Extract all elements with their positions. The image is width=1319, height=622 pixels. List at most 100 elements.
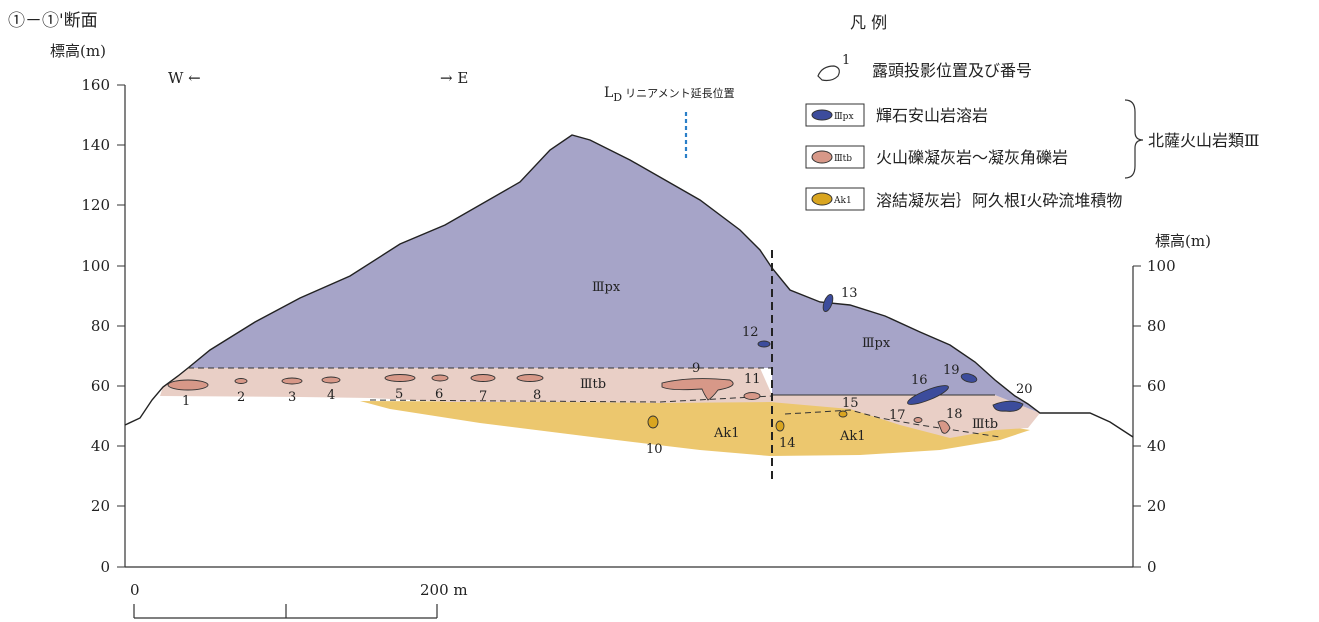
lineament-label-prefix: L xyxy=(604,85,613,101)
legend-tb-box-label: Ⅲtb xyxy=(834,154,852,164)
legend-px-text: 輝石安山岩溶岩 xyxy=(876,106,988,125)
outcrop-number: 12 xyxy=(742,325,759,340)
outcrop-2 xyxy=(234,378,248,384)
left-tick-label: 60 xyxy=(91,377,110,395)
legend-tb-text: 火山礫凝灰岩～凝灰角礫岩 xyxy=(876,148,1068,167)
legend-px-box-label: Ⅲpx xyxy=(834,112,854,122)
lineament-label-text: リニアメント延長位置 xyxy=(625,86,734,100)
legend-group-text: 北薩火山岩類Ⅲ xyxy=(1148,131,1259,150)
outcrop-20 xyxy=(992,400,1024,412)
right-tick-label: 20 xyxy=(1147,497,1166,515)
outcrop-1 xyxy=(167,379,209,391)
scale-start-label: 0 xyxy=(130,581,140,599)
legend-px-swatch xyxy=(811,109,833,121)
unit-label-px: Ⅲpx xyxy=(592,280,621,295)
outcrop-number: 4 xyxy=(327,388,335,403)
outcrop-number: 20 xyxy=(1016,382,1033,397)
legend-title: 凡 例 xyxy=(850,13,887,32)
outcrop-number: 8 xyxy=(533,388,541,403)
outcrop-8 xyxy=(516,374,544,382)
outcrop-number: 11 xyxy=(744,372,761,387)
outcrop-number: 7 xyxy=(479,389,487,404)
tb-ak-boundary xyxy=(369,395,773,403)
left-tick-label: 100 xyxy=(81,257,110,275)
left-tick-label: 80 xyxy=(91,317,110,335)
outcrop-number: 1 xyxy=(182,394,190,409)
legend-ak-text: 溶結凝灰岩｝阿久根Ⅰ火砕流堆積物 xyxy=(876,191,1122,210)
outcrop-5 xyxy=(384,374,416,382)
outcrop-number: 6 xyxy=(435,387,443,402)
outcrop-number: 3 xyxy=(288,390,296,405)
outcrop-number: 19 xyxy=(943,363,960,378)
direction-east: → E xyxy=(440,69,468,87)
outcrop-3 xyxy=(281,377,303,385)
outcrop-16 xyxy=(907,385,949,405)
legend-group-brace xyxy=(1124,99,1144,179)
section-title: ①－①'断面 xyxy=(8,11,98,31)
left-axis-label: 標高(m) xyxy=(50,42,106,60)
left-axis-ticks xyxy=(117,84,125,568)
left-tick-label: 0 xyxy=(100,558,110,576)
outcrop-17 xyxy=(913,417,923,423)
outcrop-number: 9 xyxy=(692,361,700,376)
outcrop-number: 18 xyxy=(946,407,963,422)
right-tick-label: 0 xyxy=(1147,558,1157,576)
outcrop-number: 17 xyxy=(889,408,906,423)
outcrop-7 xyxy=(470,374,496,382)
outcrop-11 xyxy=(743,392,761,400)
unit-label-px: Ⅲpx xyxy=(862,336,891,351)
scale-bar xyxy=(133,604,438,619)
right-tick-label: 40 xyxy=(1147,437,1166,455)
outcrop-10 xyxy=(647,415,659,429)
outcrop-key-icon xyxy=(817,65,840,82)
legend-tb-swatch xyxy=(811,150,833,164)
outcrop-number: 10 xyxy=(646,442,663,457)
scale-end-label: 200 m xyxy=(420,581,468,599)
outcrop-9 xyxy=(661,378,734,401)
right-tick-label: 60 xyxy=(1147,377,1166,395)
outcrops xyxy=(167,293,1024,434)
outcrop-18 xyxy=(937,420,951,434)
unit-label-ak: Ak1 xyxy=(713,426,740,441)
outcrop-number: 15 xyxy=(842,396,859,411)
right-tick-label: 100 xyxy=(1147,257,1176,275)
left-tick-label: 140 xyxy=(81,136,110,154)
outcrop-number: 14 xyxy=(779,436,796,451)
tb-layer xyxy=(160,368,1040,438)
right-tick-label: 80 xyxy=(1147,317,1166,335)
left-tick-label: 20 xyxy=(91,497,110,515)
left-tick-label: 160 xyxy=(81,76,110,94)
outcrop-4 xyxy=(321,376,341,384)
outcrop-number: 5 xyxy=(395,387,403,402)
unit-label-tb: Ⅲtb xyxy=(580,377,606,392)
legend: 凡 例 1 露頭投影位置及び番号 Ⅲpx 輝石安山岩溶岩 Ⅲtb 火山礫凝灰岩～… xyxy=(805,13,1259,211)
right-axis-label: 標高(m) xyxy=(1155,232,1211,250)
legend-px-box xyxy=(805,103,865,127)
outcrop-6 xyxy=(431,374,449,382)
outcrop-19 xyxy=(960,373,978,383)
outcrop-number: 16 xyxy=(911,373,928,388)
east-ak-boundary xyxy=(784,409,1001,438)
outcrop-number: 2 xyxy=(237,390,245,405)
left-tick-label: 40 xyxy=(91,437,110,455)
terrain-profile xyxy=(124,134,1134,438)
left-tick-label: 120 xyxy=(81,196,110,214)
outcrop-14 xyxy=(775,420,785,432)
px-layer-east xyxy=(772,268,1040,413)
px-layer xyxy=(188,135,772,368)
legend-ak-swatch xyxy=(811,192,833,206)
legend-outcrop-text: 露頭投影位置及び番号 xyxy=(872,61,1032,80)
legend-ak-box-label: Ak1 xyxy=(833,196,852,206)
outcrop-key-number: 1 xyxy=(842,53,850,68)
lineament-label-sub: D xyxy=(613,91,622,104)
direction-west: W ← xyxy=(168,69,201,87)
unit-label-tb: Ⅲtb xyxy=(972,417,998,432)
unit-label-ak: Ak1 xyxy=(839,429,866,444)
right-axis-ticks xyxy=(1133,265,1141,568)
outcrop-12 xyxy=(757,340,771,348)
outcrop-13 xyxy=(822,293,834,313)
outcrop-15 xyxy=(838,410,848,418)
outcrop-number: 13 xyxy=(841,286,858,301)
